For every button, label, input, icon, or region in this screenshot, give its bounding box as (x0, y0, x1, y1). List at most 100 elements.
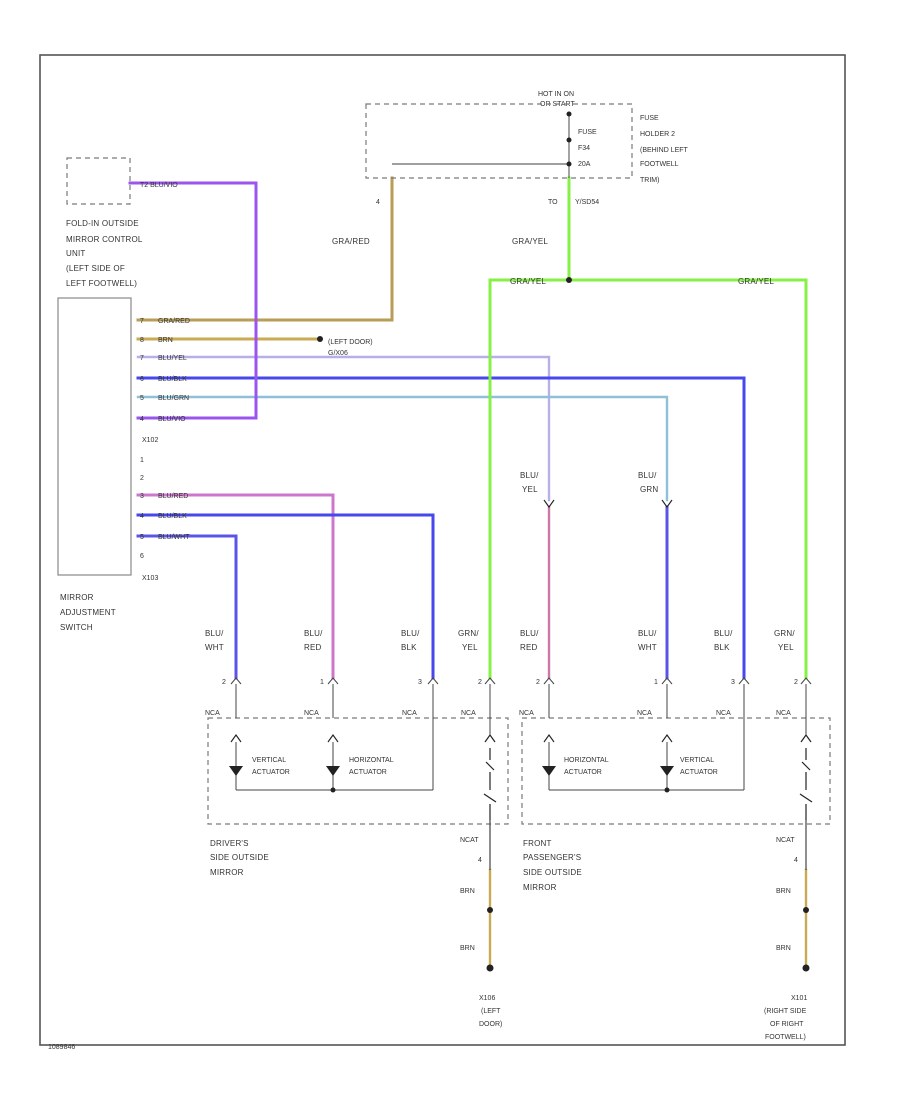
right-gnd-conn: NCAT (776, 837, 795, 844)
col-1-label-a: BLU/ (205, 629, 224, 638)
left-gnd-conn: NCAT (460, 837, 479, 844)
wire-label-gra-yel-right: GRA/YEL (738, 277, 774, 286)
col-4-label-a: GRN/ (458, 629, 479, 638)
fold-unit-name-5: LEFT FOOTWELL) (66, 279, 137, 288)
left-gnd-brn-1: BRN (460, 888, 475, 895)
col-5-pin: 2 (536, 679, 540, 686)
fuse-holder-box (365, 103, 633, 179)
wire-blu-blk-top (136, 376, 746, 680)
nca-labels: NCA NCA NCA NCA NCA NCA NCA NCA (205, 710, 791, 717)
right-vert-label-1: VERTICAL (680, 757, 714, 764)
left-horiz-label-1: HORIZONTAL (349, 757, 394, 764)
top-pin-1: 7 (140, 318, 144, 325)
fold-wire-label: T2 BLU/VIO (140, 182, 178, 189)
mid-label-2a: BLU/ (638, 471, 657, 480)
wire-label-gra-red-fuse: GRA/RED (332, 237, 370, 246)
pin-mark-7 (738, 677, 750, 685)
column-labels: BLU/ WHT 2 BLU/ RED 1 BLU/ BLK 3 GRN/ YE… (205, 629, 798, 686)
bottom-pin-5-wire: BLU/WHT (158, 534, 190, 541)
splice-gra-yel (566, 277, 572, 283)
wire-blu-vio (128, 181, 258, 420)
nca-7: NCA (716, 710, 731, 717)
bottom-pin-1: 1 (140, 457, 144, 464)
col-7-label-b: BLK (714, 643, 730, 652)
pin-mark-8 (800, 677, 812, 685)
col-2-label-a: BLU/ (304, 629, 323, 638)
ground-right-1: X101 (791, 995, 807, 1002)
col-2-pin: 1 (320, 679, 324, 686)
right-gnd-brn-1: BRN (776, 888, 791, 895)
col-1-pin: 2 (222, 679, 226, 686)
col-8-pin: 2 (794, 679, 798, 686)
top-pin-1-wire: GRA/RED (158, 318, 190, 325)
switch-name-2: ADJUSTMENT (60, 608, 116, 617)
right-mirror-name-4: MIRROR (523, 883, 557, 892)
switch-box (57, 297, 132, 576)
top-pin-4: 6 (140, 376, 144, 383)
nca-5: NCA (519, 710, 534, 717)
ground-left-3: DOOR) (479, 1021, 502, 1028)
ground-right-2: (RIGHT SIDE (764, 1008, 807, 1015)
top-pin-5: 5 (140, 395, 144, 402)
left-mirror-box (207, 717, 509, 825)
fuse-holder-name-1: FUSE (640, 115, 659, 122)
fuse-node-mid (566, 137, 572, 143)
mid-label-2b: GRN (640, 485, 658, 494)
top-pin-2-wire: BRN (158, 337, 173, 344)
nca-2: NCA (304, 710, 319, 717)
diagram-id: 1089846 (48, 1044, 75, 1051)
nca-3: NCA (402, 710, 417, 717)
fuse-label-3: 20A (578, 161, 591, 168)
left-gnd-brn-2: BRN (460, 945, 475, 952)
left-conn-1 (230, 734, 242, 743)
ground-left-door-label: (LEFT DOOR) (328, 339, 373, 346)
left-vert-label-2: ACTUATOR (252, 769, 290, 776)
left-conn-2 (327, 734, 339, 743)
left-mirror-name-3: MIRROR (210, 868, 244, 877)
fuse-holder-name-3: (BEHIND LEFT (640, 147, 689, 154)
connector-bottom-id: X103 (142, 575, 158, 582)
col-6-label-b: WHT (638, 643, 657, 652)
mid-connector-2 (661, 499, 673, 508)
wire-blu-wht-left (136, 534, 238, 680)
wire-blu-grn (136, 395, 669, 502)
mid-connectors: BLU/ YEL BLU/ GRN (520, 471, 673, 508)
right-mirror-name-2: PASSENGER'S (523, 853, 581, 862)
wire-label-gra-yel-left: GRA/YEL (510, 277, 546, 286)
right-gnd-pin: 4 (794, 857, 798, 864)
ground-left-2: (LEFT (481, 1008, 501, 1015)
col-8-label-a: GRN/ (774, 629, 795, 638)
pin-mark-5 (543, 677, 555, 685)
bottom-pin-5: 5 (140, 534, 144, 541)
wire-gra-yel-left (488, 278, 571, 680)
wire-blu-red-left (136, 493, 335, 680)
pin-mark-6 (661, 677, 673, 685)
mid-label-1b: YEL (522, 485, 538, 494)
left-gnd-splice (487, 907, 493, 913)
top-pin-6-wire: BLU/VIO (158, 416, 186, 423)
pin-mark-4 (484, 677, 496, 685)
left-mirror-name-2: SIDE OUTSIDE (210, 853, 269, 862)
diagram-border (39, 54, 846, 1046)
col-4-pin: 2 (478, 679, 482, 686)
hot-label-1: HOT IN ON (538, 91, 574, 98)
left-ground-path: NCAT 4 BRN BRN X106 (LEFT DOOR) (460, 820, 502, 1028)
col-3-label-a: BLU/ (401, 629, 420, 638)
col-4-label-b: YEL (462, 643, 478, 652)
right-ground-point (802, 964, 810, 972)
col-5-label-a: BLU/ (520, 629, 539, 638)
fold-unit-name-3: UNIT (66, 249, 85, 258)
left-horiz-label-2: ACTUATOR (349, 769, 387, 776)
left-node (330, 787, 336, 793)
vertical-actuator-icon-right (660, 766, 674, 776)
top-pin-3-wire: BLU/YEL (158, 355, 187, 362)
right-conn-2 (661, 734, 673, 743)
bottom-pin-2: 2 (140, 475, 144, 482)
nca-8: NCA (776, 710, 791, 717)
right-vert-label-2: ACTUATOR (680, 769, 718, 776)
drivers-side-mirror: VERTICAL ACTUATOR HORIZONTAL ACTUATOR DR… (207, 717, 509, 877)
bottom-pin-3-wire: BLU/RED (158, 493, 188, 500)
fold-in-unit: T2 BLU/VIO FOLD-IN OUTSIDE MIRROR CONTRO… (66, 157, 178, 288)
mirror-adjustment-switch: 7 GRA/RED 8 BRN 7 BLU/YEL 6 BLU/BLK 5 BL… (57, 297, 190, 632)
